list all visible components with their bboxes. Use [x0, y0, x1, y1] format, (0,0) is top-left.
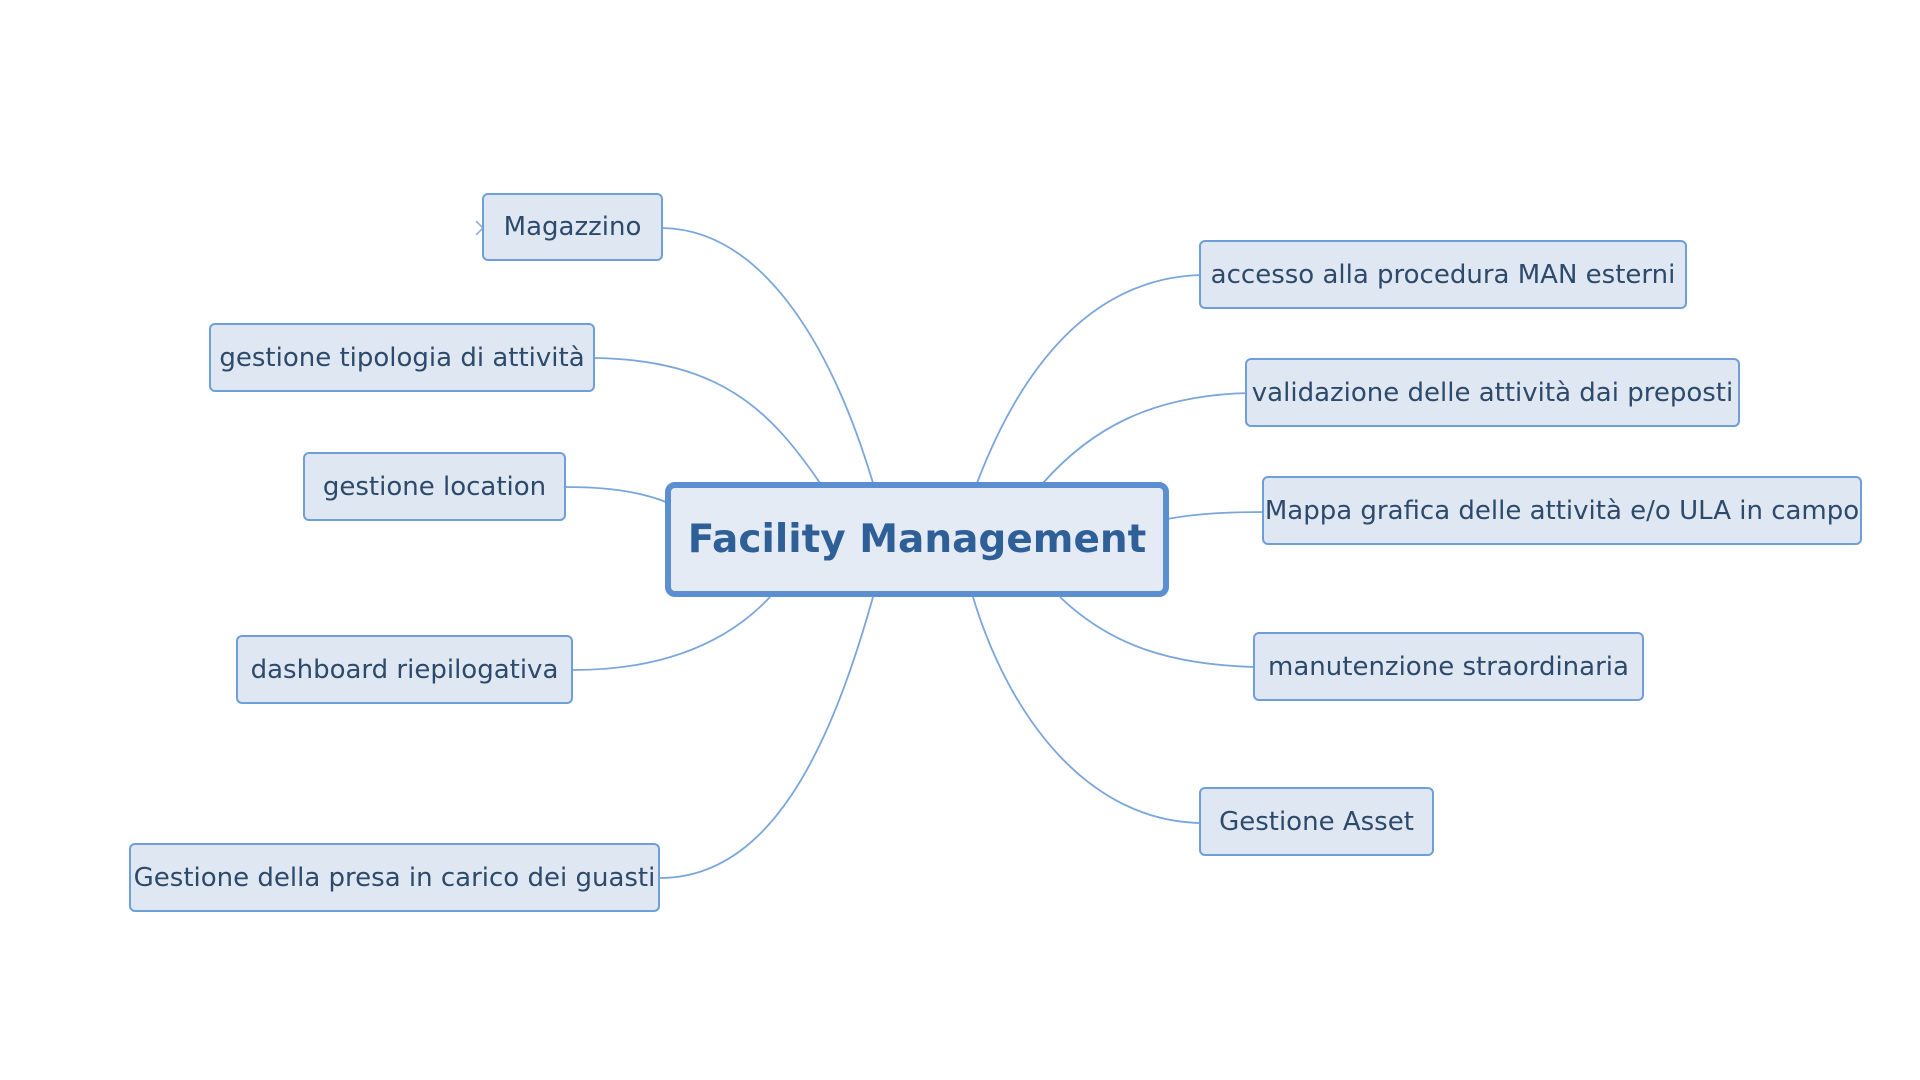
topic-node-gestione-tipologia[interactable]: gestione tipologia di attività	[209, 323, 595, 392]
connector-presa-in-carico	[659, 596, 874, 879]
topic-label: Magazzino	[503, 212, 642, 242]
topic-label: Gestione Asset	[1219, 806, 1414, 837]
connector-dashboard	[572, 596, 771, 671]
topic-node-accesso-man[interactable]: accesso alla procedura MAN esterni	[1199, 240, 1687, 309]
central-topic-node[interactable]: Facility Management	[665, 482, 1169, 597]
topic-label: gestione location	[322, 471, 547, 502]
topic-label: validazione delle attività dai preposti	[1251, 377, 1734, 408]
topic-label: Mappa grafica delle attività e/o ULA in …	[1264, 495, 1860, 526]
connector-manutenzione	[1059, 596, 1257, 668]
topic-node-mappa-grafica[interactable]: Mappa grafica delle attività e/o ULA in …	[1262, 476, 1862, 545]
connector-accesso-man	[976, 274, 1204, 484]
topic-node-dashboard[interactable]: dashboard riepilogativa	[236, 635, 573, 704]
topic-label: dashboard riepilogativa	[250, 654, 559, 685]
topic-label: manutenzione straordinaria	[1268, 651, 1629, 682]
connector-gestione-asset	[972, 596, 1203, 824]
connector-validazione	[1042, 392, 1251, 484]
topic-node-gestione-asset[interactable]: Gestione Asset	[1199, 787, 1434, 856]
connector-gestione-tipologia	[594, 357, 821, 484]
topic-node-magazzino[interactable]: Magazzino	[482, 193, 663, 261]
topic-node-presa-in-carico[interactable]: Gestione della presa in carico dei guast…	[129, 843, 660, 912]
connector-magazzino	[662, 227, 874, 484]
connector-mappa-grafica	[1166, 511, 1269, 520]
topic-label: gestione tipologia di attività	[219, 342, 585, 373]
central-topic-label: Facility Management	[687, 517, 1147, 562]
topic-label: Gestione della presa in carico dei guast…	[133, 862, 656, 893]
topic-node-validazione[interactable]: validazione delle attività dai preposti	[1245, 358, 1740, 427]
topic-label: accesso alla procedura MAN esterni	[1210, 259, 1676, 290]
topic-node-gestione-location[interactable]: gestione location	[303, 452, 566, 521]
topic-node-manutenzione[interactable]: manutenzione straordinaria	[1253, 632, 1644, 701]
connector-gestione-location	[564, 486, 667, 503]
